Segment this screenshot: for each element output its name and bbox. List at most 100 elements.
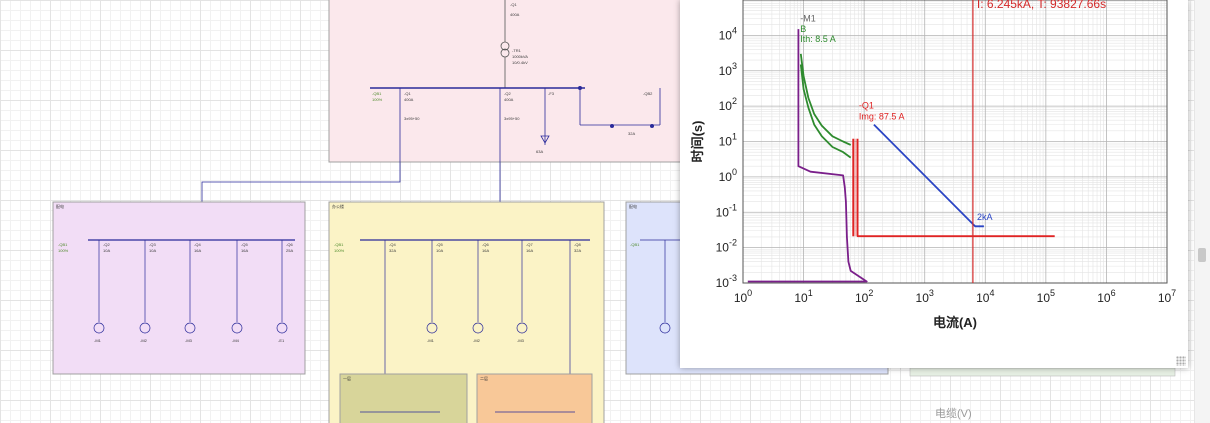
- panel-a-text: -QB1 100% -Q2 10A -Q3 10A -Q4 16A -Q5 16…: [58, 242, 293, 343]
- svg-text:3x95+50: 3x95+50: [504, 116, 520, 121]
- panel-c-feeders: [640, 239, 680, 334]
- svg-text:400A: 400A: [510, 12, 520, 17]
- svg-text:32A: 32A: [574, 248, 581, 253]
- y-tick-label: 101: [719, 132, 737, 149]
- annotation-label: Img: 87.5 A: [859, 111, 905, 121]
- svg-text:-Q5: -Q5: [436, 242, 443, 247]
- svg-text:16A: 16A: [482, 248, 489, 253]
- svg-text:-E1: -E1: [278, 338, 285, 343]
- svg-text:-M2: -M2: [473, 338, 481, 343]
- cable-voltage-label: 电缆(V): [935, 408, 972, 420]
- svg-text:-Q1: -Q1: [404, 91, 411, 96]
- svg-text:-Q6: -Q6: [286, 242, 293, 247]
- vertical-scrollbar[interactable]: [1194, 0, 1210, 423]
- panel-b-title: 办公楼: [332, 203, 344, 209]
- y-tick-label: 103: [719, 61, 737, 78]
- annotation-label: Ith: 8.5 A: [800, 34, 836, 44]
- svg-text:-Q3: -Q3: [149, 242, 156, 247]
- panel-b-text: -QB1 100% -Q4 32A -Q5 10A -Q6 16A -Q7 16…: [334, 242, 581, 343]
- svg-text:-Q4: -Q4: [194, 242, 201, 247]
- svg-text:100%: 100%: [58, 248, 69, 253]
- svg-text:-M2: -M2: [140, 338, 148, 343]
- svg-text:-F3: -F3: [548, 91, 555, 96]
- main-bus-text: -QB1 100% -Q1 400A 3x95+50 -Q2 400A 3x95…: [372, 91, 653, 154]
- svg-text:-Q5: -Q5: [241, 242, 248, 247]
- distribution-panel-a[interactable]: [52, 201, 306, 375]
- svg-text:16A: 16A: [526, 248, 533, 253]
- x-tick-label: 103: [916, 288, 934, 305]
- svg-text:1000kVA: 1000kVA: [512, 54, 528, 59]
- svg-text:-QB1: -QB1: [372, 91, 382, 96]
- svg-text:-Q2: -Q2: [103, 242, 110, 247]
- sub-panel-a[interactable]: [339, 373, 468, 423]
- x-tick-label: 107: [1158, 288, 1176, 305]
- y-tick-label: 104: [719, 25, 737, 42]
- svg-text:10A: 10A: [436, 248, 443, 253]
- feed-column: [500, 0, 510, 88]
- panel-a-feeders: [93, 240, 288, 334]
- svg-text:400A: 400A: [404, 97, 414, 102]
- series-curve-green-lower: [799, 64, 852, 159]
- series-curve-green-upper: [799, 53, 852, 146]
- svg-text:-QB2: -QB2: [643, 91, 653, 96]
- y-tick-label: 100: [719, 167, 737, 184]
- annotation-label: B: [800, 24, 806, 34]
- sub-panel-b[interactable]: [476, 373, 593, 423]
- svg-text:-Q1: -Q1: [510, 2, 517, 7]
- svg-text:16A: 16A: [194, 248, 201, 253]
- bus-node-1: [578, 86, 582, 90]
- svg-text:63A: 63A: [536, 149, 543, 154]
- plot-frame: [742, 0, 1168, 284]
- svg-text:-M3: -M3: [185, 338, 193, 343]
- svg-text:100%: 100%: [372, 97, 383, 102]
- resize-grip[interactable]: [1176, 356, 1186, 366]
- y-axis-label: 时间(s): [690, 121, 705, 163]
- svg-text:-M4: -M4: [232, 338, 240, 343]
- svg-text:-Q4: -Q4: [389, 242, 396, 247]
- main-bus-labels: -Q1 400A -TR1 1000kVA 10/0.4kV: [510, 2, 528, 65]
- scrollbar-thumb[interactable]: [1198, 248, 1206, 262]
- svg-text:16A: 16A: [241, 248, 248, 253]
- panel-c-title: 配电: [629, 203, 637, 209]
- svg-text:10A: 10A: [149, 248, 156, 253]
- svg-text:100%: 100%: [334, 248, 345, 253]
- y-tick-label: 102: [719, 96, 737, 113]
- svg-text:25A: 25A: [286, 248, 293, 253]
- x-tick-label: 102: [855, 288, 873, 305]
- bus-node-3: [650, 124, 654, 128]
- series-motor: [747, 29, 868, 283]
- bus-node-2: [610, 124, 614, 128]
- x-tick-label: 104: [976, 288, 994, 305]
- cursor-readout: I: 6.245kA, T: 93827.66s: [977, 0, 1106, 11]
- svg-text:-Q2: -Q2: [504, 91, 511, 96]
- svg-text:-Q6: -Q6: [482, 242, 489, 247]
- surge-arrester: [540, 135, 550, 144]
- series-breaker-blue: [873, 123, 984, 228]
- svg-text:32A: 32A: [628, 131, 635, 136]
- svg-text:-QB1: -QB1: [334, 242, 344, 247]
- svg-text:-Q8: -Q8: [574, 242, 581, 247]
- x-axis-label: 电流(A): [933, 315, 977, 330]
- annotation-label: -M1: [800, 13, 816, 23]
- svg-text:3x95+50: 3x95+50: [404, 116, 420, 121]
- x-tick-label: 100: [734, 288, 752, 305]
- svg-text:10A: 10A: [103, 248, 110, 253]
- sub-panel-a-title: 一层: [343, 375, 351, 381]
- panel-c-label: -QB1: [630, 242, 640, 247]
- svg-text:-M1: -M1: [427, 338, 435, 343]
- sub-panel-b-title: 二层: [480, 375, 488, 381]
- svg-text:-M1: -M1: [94, 338, 102, 343]
- svg-text:-Q7: -Q7: [526, 242, 533, 247]
- x-tick-label: 101: [794, 288, 812, 305]
- panel-a-title: 配电: [56, 203, 64, 209]
- annotation-label: 2kA: [977, 212, 993, 222]
- series-breaker-red: [856, 138, 1055, 238]
- svg-text:-M3: -M3: [517, 338, 525, 343]
- x-tick-label: 106: [1097, 288, 1115, 305]
- annotation-label: -Q1: [859, 101, 874, 111]
- y-tick-label: 10-3: [716, 273, 737, 290]
- underlying-panel-strip: [909, 367, 1176, 377]
- svg-text:10/0.4kV: 10/0.4kV: [512, 60, 528, 65]
